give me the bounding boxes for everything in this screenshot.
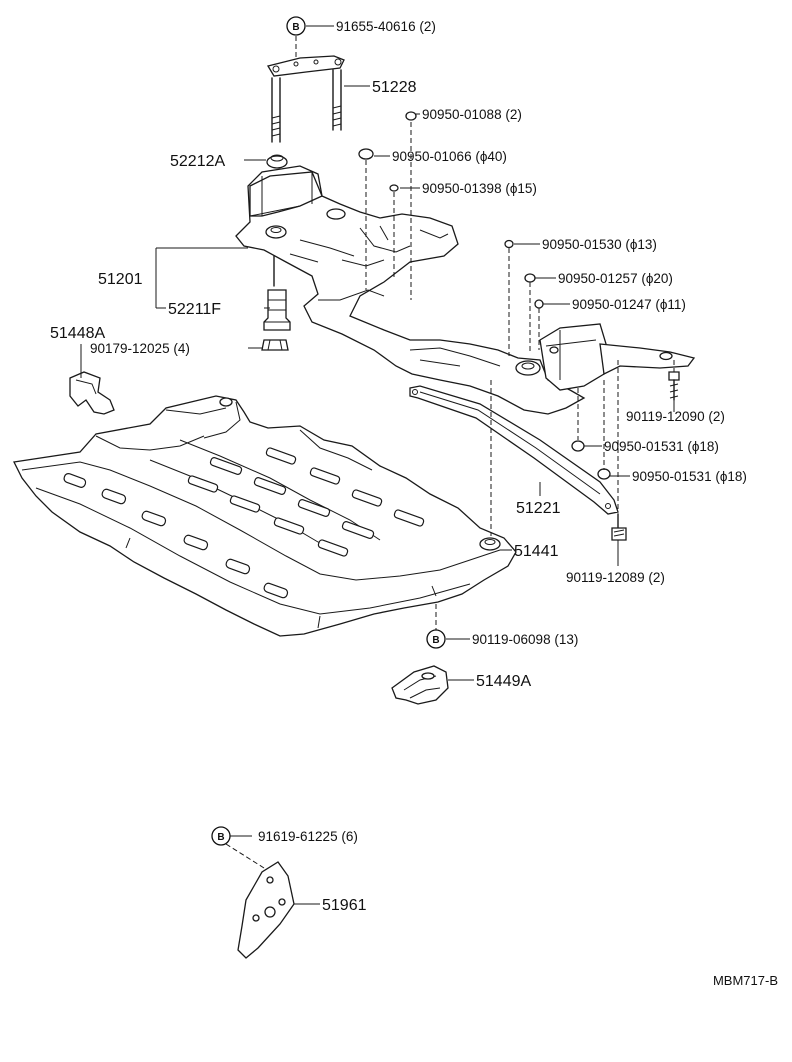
crossmember-right-mount bbox=[515, 323, 696, 391]
callout-51221: 51221 bbox=[516, 500, 561, 517]
callout-51201: 51201 bbox=[98, 271, 143, 288]
callout-90179-12025: 90179-12025 (4) bbox=[90, 341, 190, 356]
part-labels: 91655-40616 (2) 51228 90950-01088 (2) 90… bbox=[50, 19, 778, 988]
cushion-52212A bbox=[266, 154, 288, 169]
b-badge-1: B bbox=[286, 16, 306, 36]
callout-90119-12089: 90119-12089 (2) bbox=[566, 570, 665, 585]
bolt-90119-12089 bbox=[611, 513, 627, 541]
callout-90950-01257: 90950-01257 (ϕ20) bbox=[558, 271, 673, 286]
callout-90119-06098: 90119-06098 (13) bbox=[472, 632, 578, 647]
callout-52212A: 52212A bbox=[170, 153, 225, 170]
bolt-90119-12090 bbox=[668, 371, 680, 401]
callout-90950-01247: 90950-01247 (ϕ11) bbox=[572, 297, 686, 312]
callout-90950-01088: 90950-01088 (2) bbox=[422, 107, 522, 122]
b-badge-3: B bbox=[211, 826, 231, 846]
leader-lines bbox=[80, 25, 675, 905]
under-cover-51441 bbox=[13, 395, 517, 637]
callout-51441: 51441 bbox=[514, 543, 559, 560]
callout-90950-01531-a: 90950-01531 (ϕ18) bbox=[604, 439, 719, 454]
b-badge-letter: B bbox=[292, 22, 299, 33]
callout-91655-40616: 91655-40616 (2) bbox=[336, 19, 436, 34]
b-badge-letter: B bbox=[432, 635, 439, 646]
callout-51228: 51228 bbox=[372, 79, 417, 96]
callout-51961: 51961 bbox=[322, 897, 367, 914]
callout-90119-12090: 90119-12090 (2) bbox=[626, 409, 725, 424]
callout-90950-01398: 90950-01398 (ϕ15) bbox=[422, 181, 537, 196]
callout-90950-01531-b: 90950-01531 (ϕ18) bbox=[632, 469, 747, 484]
callout-51449A: 51449A bbox=[476, 673, 531, 690]
bracket-51448A bbox=[69, 371, 115, 415]
callout-90950-01530: 90950-01530 (ϕ13) bbox=[542, 237, 657, 252]
callout-90950-01066: 90950-01066 (ϕ40) bbox=[392, 149, 507, 164]
brace-51221 bbox=[409, 385, 619, 515]
diagram-code: MBM717-B bbox=[713, 973, 778, 988]
stud-52211F bbox=[261, 255, 291, 351]
crossmember-51201 bbox=[235, 165, 586, 415]
b-badge-2: B bbox=[426, 629, 446, 649]
bolt-pair-51228 bbox=[266, 55, 345, 143]
callout-52211F: 52211F bbox=[168, 301, 221, 318]
b-badge-letter: B bbox=[217, 832, 224, 843]
callout-51448A: 51448A bbox=[50, 325, 105, 342]
bracket-51961 bbox=[237, 861, 295, 959]
callout-91619-61225: 91619-61225 (6) bbox=[258, 829, 358, 844]
clip-51449A bbox=[391, 665, 449, 705]
